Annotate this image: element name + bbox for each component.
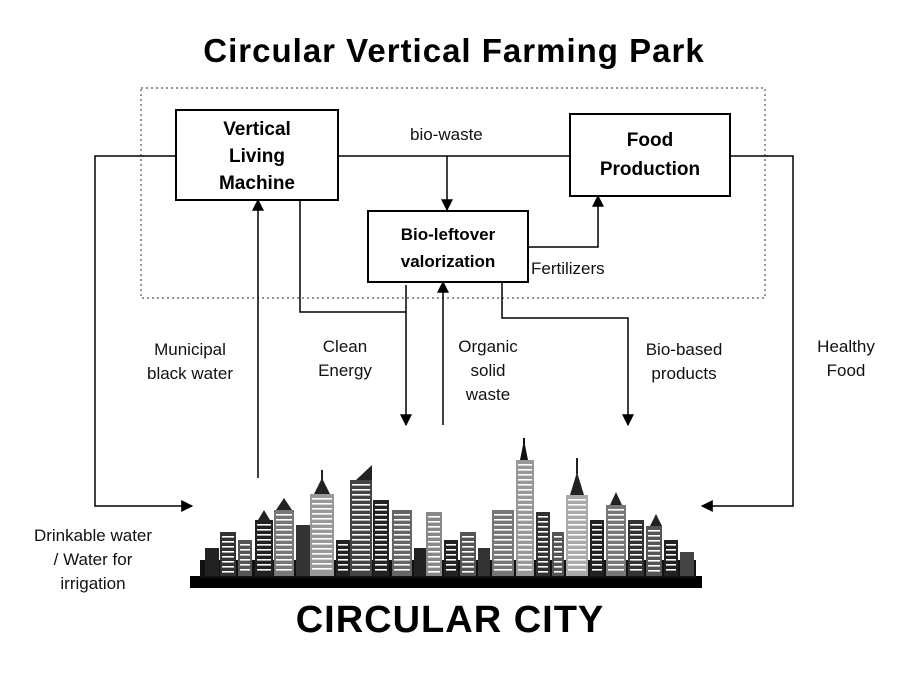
vlm-label-line2: Living — [229, 146, 285, 167]
food-label-line2: Production — [600, 159, 700, 180]
city-skyline-icon — [190, 438, 702, 588]
diagram-title: Circular Vertical Farming Park — [203, 32, 704, 69]
flow-labels: bio-waste Fertilizers Municipal black wa… — [34, 125, 875, 593]
arrow-fertilizers — [528, 194, 604, 248]
park-boundary — [140, 87, 766, 299]
vlm-label-line1: Vertical — [223, 119, 291, 140]
label-fertilizers: Fertilizers — [531, 259, 605, 278]
box-food-production: Food Production — [569, 113, 731, 197]
label-healthy-food-1: Healthy — [817, 337, 875, 356]
label-municipal-1: Municipal — [154, 340, 226, 359]
box-vertical-living-machine: Vertical Living Machine — [175, 109, 339, 201]
label-drinkable-3: irrigation — [60, 574, 125, 593]
label-clean-energy-2: Energy — [318, 361, 372, 380]
bio-label-line2: valorization — [401, 252, 495, 271]
label-organic-1: Organic — [458, 337, 518, 356]
arrow-clean-energy — [299, 200, 412, 427]
label-bio-based-2: products — [651, 364, 716, 383]
label-clean-energy-1: Clean — [323, 337, 367, 356]
arrow-drinkable-water — [94, 155, 194, 512]
vlm-label-line3: Machine — [219, 173, 295, 194]
label-bio-waste: bio-waste — [410, 125, 483, 144]
label-drinkable-1: Drinkable water — [34, 526, 152, 545]
label-organic-3: waste — [465, 385, 510, 404]
bio-label-line1: Bio-leftover — [401, 225, 496, 244]
label-bio-based-1: Bio-based — [646, 340, 723, 359]
arrow-bio-based-products — [501, 282, 634, 427]
city-title: CIRCULAR CITY — [296, 599, 605, 641]
label-drinkable-2: / Water for — [54, 550, 133, 569]
food-label-line1: Food — [627, 130, 673, 151]
arrow-healthy-food — [700, 155, 794, 512]
connection-lines — [94, 155, 794, 512]
box-bio-leftover-valorization: Bio-leftover valorization — [367, 210, 529, 283]
label-healthy-food-2: Food — [827, 361, 866, 380]
label-organic-2: solid — [471, 361, 506, 380]
label-municipal-2: black water — [147, 364, 233, 383]
